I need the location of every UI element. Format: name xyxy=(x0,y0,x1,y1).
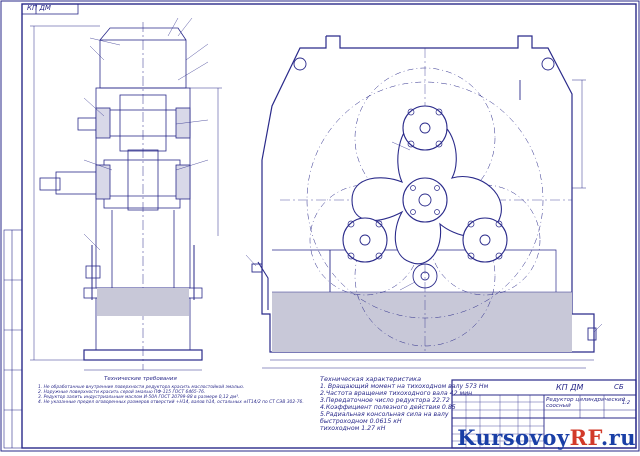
watermark-part: Kursovoy xyxy=(457,425,570,450)
characteristics-heading: Техническая характеристика xyxy=(320,375,422,383)
tech-requirement-item: 4. Не указанные предел оговоренных разме… xyxy=(38,399,304,405)
corner-stamp-box xyxy=(21,3,79,15)
title-block-frame xyxy=(451,379,637,449)
drawing-title-line: Редуктор цилиндрический xyxy=(546,397,626,403)
oil-side xyxy=(97,288,189,316)
front-view xyxy=(245,35,603,369)
characteristic-line: тихоходном 1.27 кН xyxy=(320,424,386,432)
characteristic-line: 5.Радиальная консольная сила на валу xyxy=(320,410,449,418)
oil-front xyxy=(272,292,572,352)
tech-requirement-item: 1. Не обработанные внутренние поверхност… xyxy=(38,385,245,390)
characteristic-line: 4.Коэффициент полезного действия 0.85 xyxy=(320,403,456,411)
characteristic-line: 2.Частота вращения тихоходного вала 42 м… xyxy=(320,389,473,397)
sheet-letter: СБ xyxy=(614,383,624,391)
drawing-title-line: соосный xyxy=(546,403,571,410)
characteristic-line: 3.Передаточное число редуктора 22.72 xyxy=(320,396,450,404)
characteristics-list: 1. Вращающий момент на тихоходном валу 5… xyxy=(320,383,489,433)
binding-strip xyxy=(3,229,23,449)
planet-carrier xyxy=(351,117,502,265)
drawing-scale: 1:2 xyxy=(622,400,631,406)
corner-stamp: КП ДМ xyxy=(27,4,51,12)
characteristic-line: быстроходном 0.0615 кН xyxy=(320,417,402,425)
characteristic-line: 1. Вращающий момент на тихоходном валу 5… xyxy=(320,383,489,390)
tech-requirements-list: 1. Не обработанные внутренние поверхност… xyxy=(38,385,304,406)
inner-frame xyxy=(21,3,637,449)
tech-requirement-item: 3. Редуктор залить индустриальным маслом… xyxy=(38,394,240,400)
watermark: KursovoyRF.ru xyxy=(457,425,636,450)
tech-requirement-item: 2. Наружные поверхности красить серой эм… xyxy=(38,389,206,395)
drawing-title: Редуктор цилиндрический соосный xyxy=(546,397,625,410)
watermark-part: RF xyxy=(569,425,601,450)
watermark-part: .ru xyxy=(600,425,636,450)
side-section-view xyxy=(30,17,222,371)
tech-requirements-heading: Технические требования xyxy=(104,376,177,382)
document-code: КП ДМ xyxy=(556,383,584,392)
